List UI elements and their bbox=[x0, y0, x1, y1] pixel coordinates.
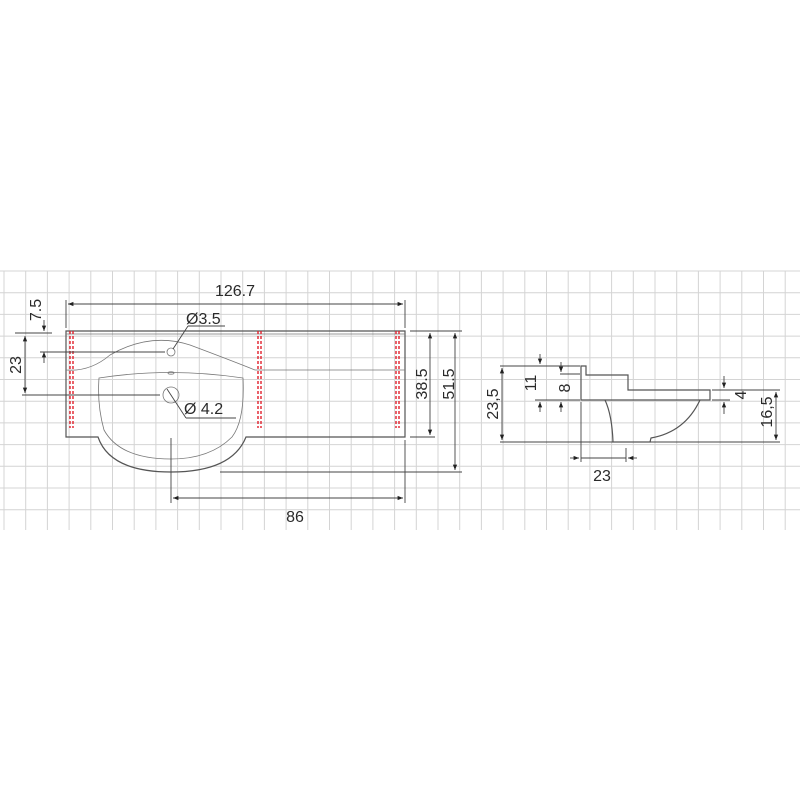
side-view-dimensions: 23,5 11 8 4 16,5 23 bbox=[485, 354, 780, 485]
backsplash-curve bbox=[65, 339, 405, 371]
drain-hole-label: Ø 4.2 bbox=[184, 401, 223, 418]
bowl-height-label: 16,5 bbox=[759, 396, 776, 427]
bowl-outline bbox=[98, 372, 244, 460]
drain-hole bbox=[162, 386, 180, 404]
tap-hole-label: Ø3.5 bbox=[186, 311, 221, 328]
height-label: 23,5 bbox=[485, 388, 502, 419]
width-label: 126.7 bbox=[215, 283, 255, 300]
back-height-label: 11 bbox=[523, 375, 540, 392]
side-profile bbox=[580, 365, 711, 401]
depth-label: 38.5 bbox=[414, 368, 431, 399]
total-depth-label: 51.5 bbox=[441, 368, 458, 399]
step-label: 8 bbox=[557, 383, 574, 392]
side-bowl bbox=[604, 399, 701, 443]
sink-side-view bbox=[580, 365, 711, 443]
drain-offset-label: 23 bbox=[8, 356, 25, 374]
right-width-label: 86 bbox=[286, 509, 304, 526]
offset-label: 7.5 bbox=[28, 299, 45, 321]
tap-hole bbox=[166, 347, 176, 357]
top-view-dimensions: 126.7 7.5 23 Ø3.5 Ø 4.2 38.5 51.5 86 bbox=[8, 283, 462, 526]
grid-background bbox=[0, 270, 800, 530]
overflow-slot bbox=[167, 371, 175, 375]
bowl-width-label: 23 bbox=[593, 468, 611, 485]
rim-label: 4 bbox=[733, 390, 750, 399]
